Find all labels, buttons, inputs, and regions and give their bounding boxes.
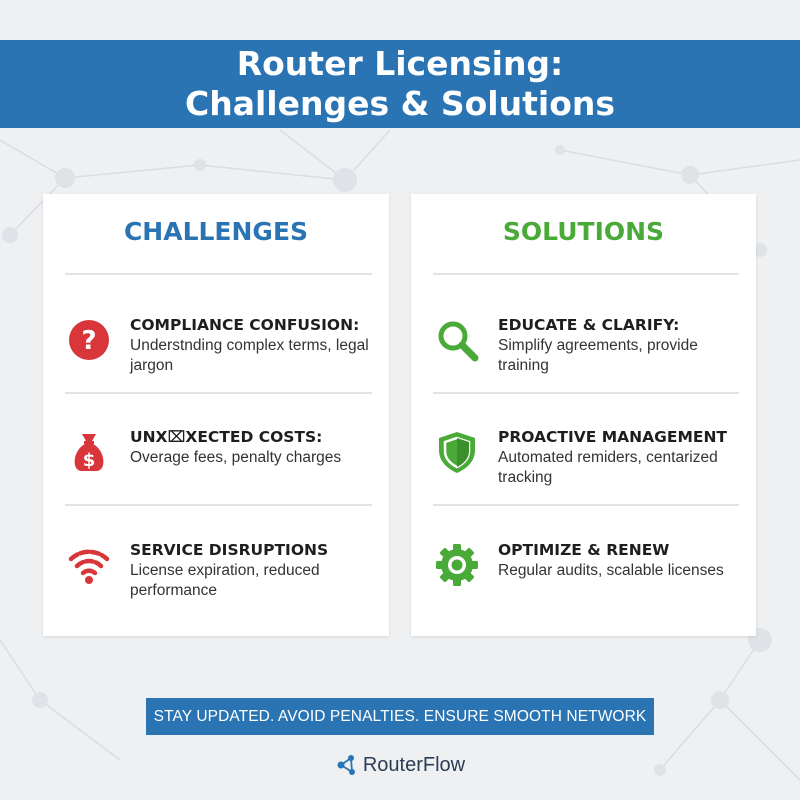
svg-text:?: ? [81,326,96,356]
challenge-description: Understnding complex terms, legal jargon [130,337,369,374]
brand-logo: RouterFlow [0,748,800,782]
page-title-line-1: Router Licensing: [236,44,564,83]
divider [433,392,739,394]
solutions-panel: SOLUTIONS EDUCATE & CLARIFY: Simplify ag… [411,194,756,636]
divider [433,504,739,506]
solution-item-management: PROACTIVE MANAGEMENT Automated remiders,… [411,426,756,506]
solution-title: OPTIMIZE & RENEW [498,541,670,559]
gear-icon [436,544,478,586]
title-banner: Router Licensing: Challenges & Solutions [0,40,800,128]
svg-text:$: $ [83,450,96,471]
network-logo-icon [337,755,355,775]
magnifier-icon [438,321,479,362]
solution-description: Regular audits, scalable licenses [498,562,724,579]
challenge-title: COMPLIANCE CONFUSION: [130,316,360,334]
solution-item-educate: EDUCATE & CLARIFY: Simplify agreements, … [411,314,756,394]
divider [65,273,372,275]
wifi-icon [68,549,110,584]
challenge-item-compliance: ? COMPLIANCE CONFUSION: Understnding com… [43,314,389,394]
challenge-description: Overage fees, penalty charges [130,449,342,466]
solution-description: Automated remiders, centarized tracking [498,449,718,486]
challenges-heading: CHALLENGES [123,217,309,246]
money-bag-icon: $ [74,434,104,471]
solutions-heading: SOLUTIONS [502,217,665,246]
challenges-panel: CHALLENGES ? COMPLIANCE CONFUSION: Under… [43,194,389,636]
shield-icon [439,432,475,473]
challenge-title: UNX⌧XECTED COSTS: [130,428,323,446]
divider [65,504,372,506]
solution-item-optimize: OPTIMIZE & RENEW Regular audits, scalabl… [411,539,756,619]
challenge-title: SERVICE DISRUPTIONS [130,541,329,559]
solution-title: EDUCATE & CLARIFY: [498,316,680,334]
question-icon: ? [69,320,109,360]
challenge-item-disruptions: SERVICE DISRUPTIONS License expiration, … [43,539,389,619]
solution-title: PROACTIVE MANAGEMENT [498,428,728,446]
divider [65,392,372,394]
challenge-description: License expiration, reduced performance [130,562,320,599]
divider [433,273,739,275]
tagline-banner: STAY UPDATED. AVOID PENALTIES. ENSURE SM… [146,698,654,735]
challenge-item-costs: $ UNX⌧XECTED COSTS: Overage fees, penalt… [43,426,389,506]
solution-description: Simplify agreements, provide training [498,337,698,374]
brand-name: RouterFlow [362,753,466,776]
page-title-line-2: Challenges & Solutions [184,84,615,123]
